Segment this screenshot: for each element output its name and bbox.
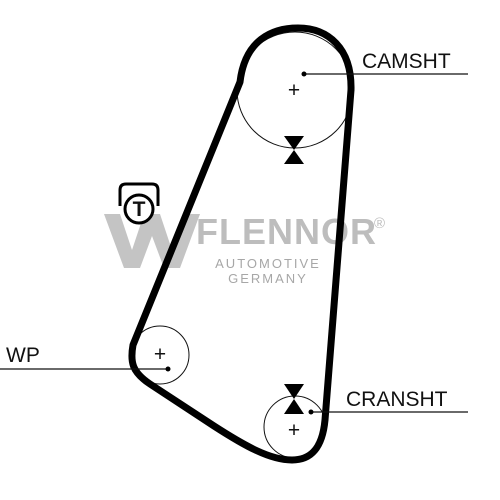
watermark-registered: ® bbox=[374, 215, 385, 232]
tensioner-icon: T bbox=[118, 182, 160, 225]
crankshaft-leader-dot bbox=[308, 409, 314, 415]
camshaft-leader-dot bbox=[301, 71, 307, 77]
tensioner-letter: T bbox=[133, 198, 146, 221]
watermark-brand: FLENNOR bbox=[196, 211, 377, 252]
crankshaft-center-mark: + bbox=[288, 419, 300, 442]
crankshaft-timing-mark-icon bbox=[284, 384, 304, 414]
camshaft-label: CAMSHT bbox=[362, 50, 451, 73]
watermark-w-logo bbox=[104, 214, 200, 268]
flennor-watermark: FLENNOR ® AUTOMOTIVE GERMANY bbox=[104, 211, 385, 286]
camshaft-center-mark: + bbox=[288, 79, 300, 102]
crankshaft-label: CRANSHT bbox=[346, 388, 448, 411]
watermark-line1: AUTOMOTIVE bbox=[215, 256, 321, 271]
water-pump-center-mark: + bbox=[154, 343, 166, 366]
camshaft-timing-mark-icon bbox=[284, 136, 304, 164]
water-pump-leader-dot bbox=[165, 366, 171, 372]
water-pump-label: WP bbox=[6, 344, 40, 367]
watermark-line2: GERMANY bbox=[228, 271, 308, 286]
timing-belt bbox=[128, 24, 355, 464]
